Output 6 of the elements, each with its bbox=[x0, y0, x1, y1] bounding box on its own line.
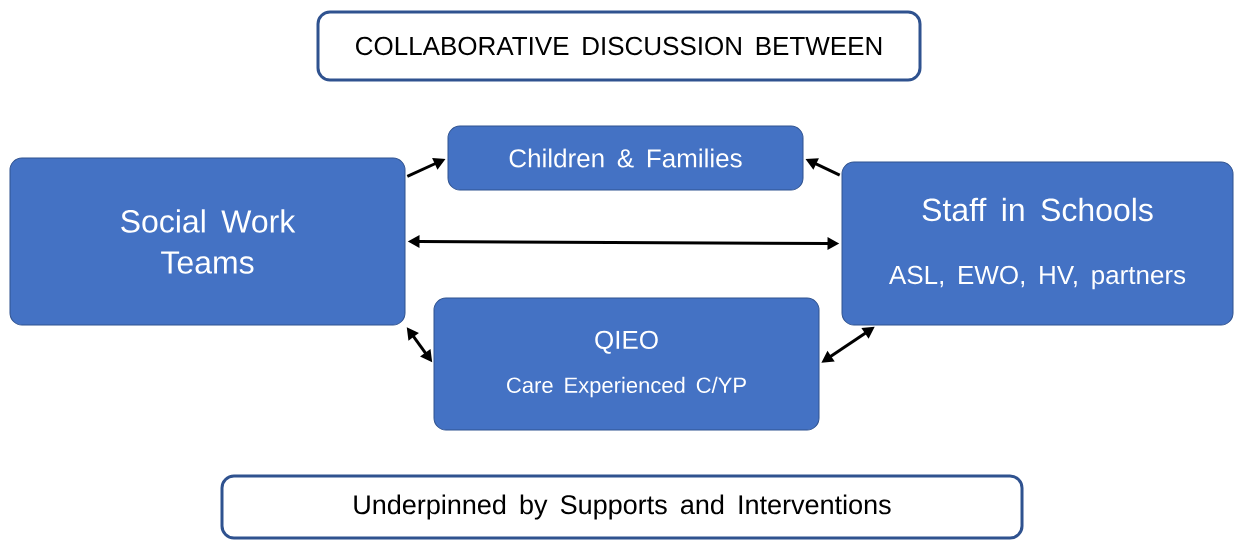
process-box: Social Work Teams bbox=[9, 157, 406, 326]
process-box: Children & Families bbox=[447, 125, 804, 191]
heading-box: Underpinned by Supports and Interventions bbox=[220, 474, 1024, 540]
heading-box: COLLABORATIVE DISCUSSION BETWEEN bbox=[316, 10, 922, 82]
process-box: QIEO Care Experienced C/YP bbox=[433, 297, 820, 431]
process-box: Staff in Schools ASL, EWO, HV, partners bbox=[841, 161, 1234, 326]
